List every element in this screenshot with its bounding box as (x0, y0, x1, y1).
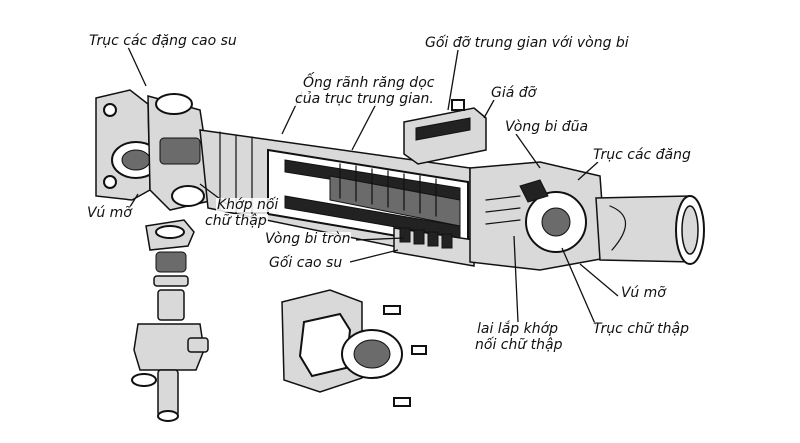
label-khop-noi-line1: Khớp nối (216, 197, 280, 213)
label-lai-lap-khop-line2: nối chữ thập (474, 337, 564, 353)
label-ong-ranh-rang-line2: của trục trung gian. (294, 91, 435, 107)
label-goi-do-trung-gian: Gối đỡ trung gian với vòng bi (424, 35, 630, 51)
label-vong-bi-tron: Vòng bi tròn (264, 231, 352, 247)
label-vong-bi-dua: Vòng bi đũa (504, 119, 590, 135)
label-truc-cac-dang-cao-su: Trục các đặng cao su (88, 33, 238, 49)
flange-yoke (95, 89, 161, 201)
label-truc-chu-thap: Trục chữ thập (592, 321, 690, 337)
label-khop-noi-line2: chữ thập (204, 213, 268, 229)
label-lai-lap-khop-line1: lai lắp khớp (476, 321, 560, 337)
label-vu-mo-right: Vú mỡ (620, 285, 667, 301)
center-bearing-bracket (393, 99, 487, 267)
label-goi-cao-su: Gối cao su (268, 255, 344, 271)
leader-lines (127, 46, 619, 327)
cross-joint-left (147, 93, 215, 211)
exploded-cross-joint (131, 219, 209, 422)
label-gia-do: Giá đỡ (490, 85, 538, 101)
rear-yoke-housing (469, 161, 607, 271)
splined-sleeve-cutaway (267, 148, 469, 250)
output-tube (595, 195, 705, 265)
label-vu-mo-left: Vú mỡ (86, 205, 133, 221)
label-ong-ranh-rang-line1: Ống rãnh răng dọc (302, 75, 436, 91)
exploded-bearing (281, 289, 427, 407)
label-truc-cac-dang: Trục các đăng (592, 147, 692, 163)
